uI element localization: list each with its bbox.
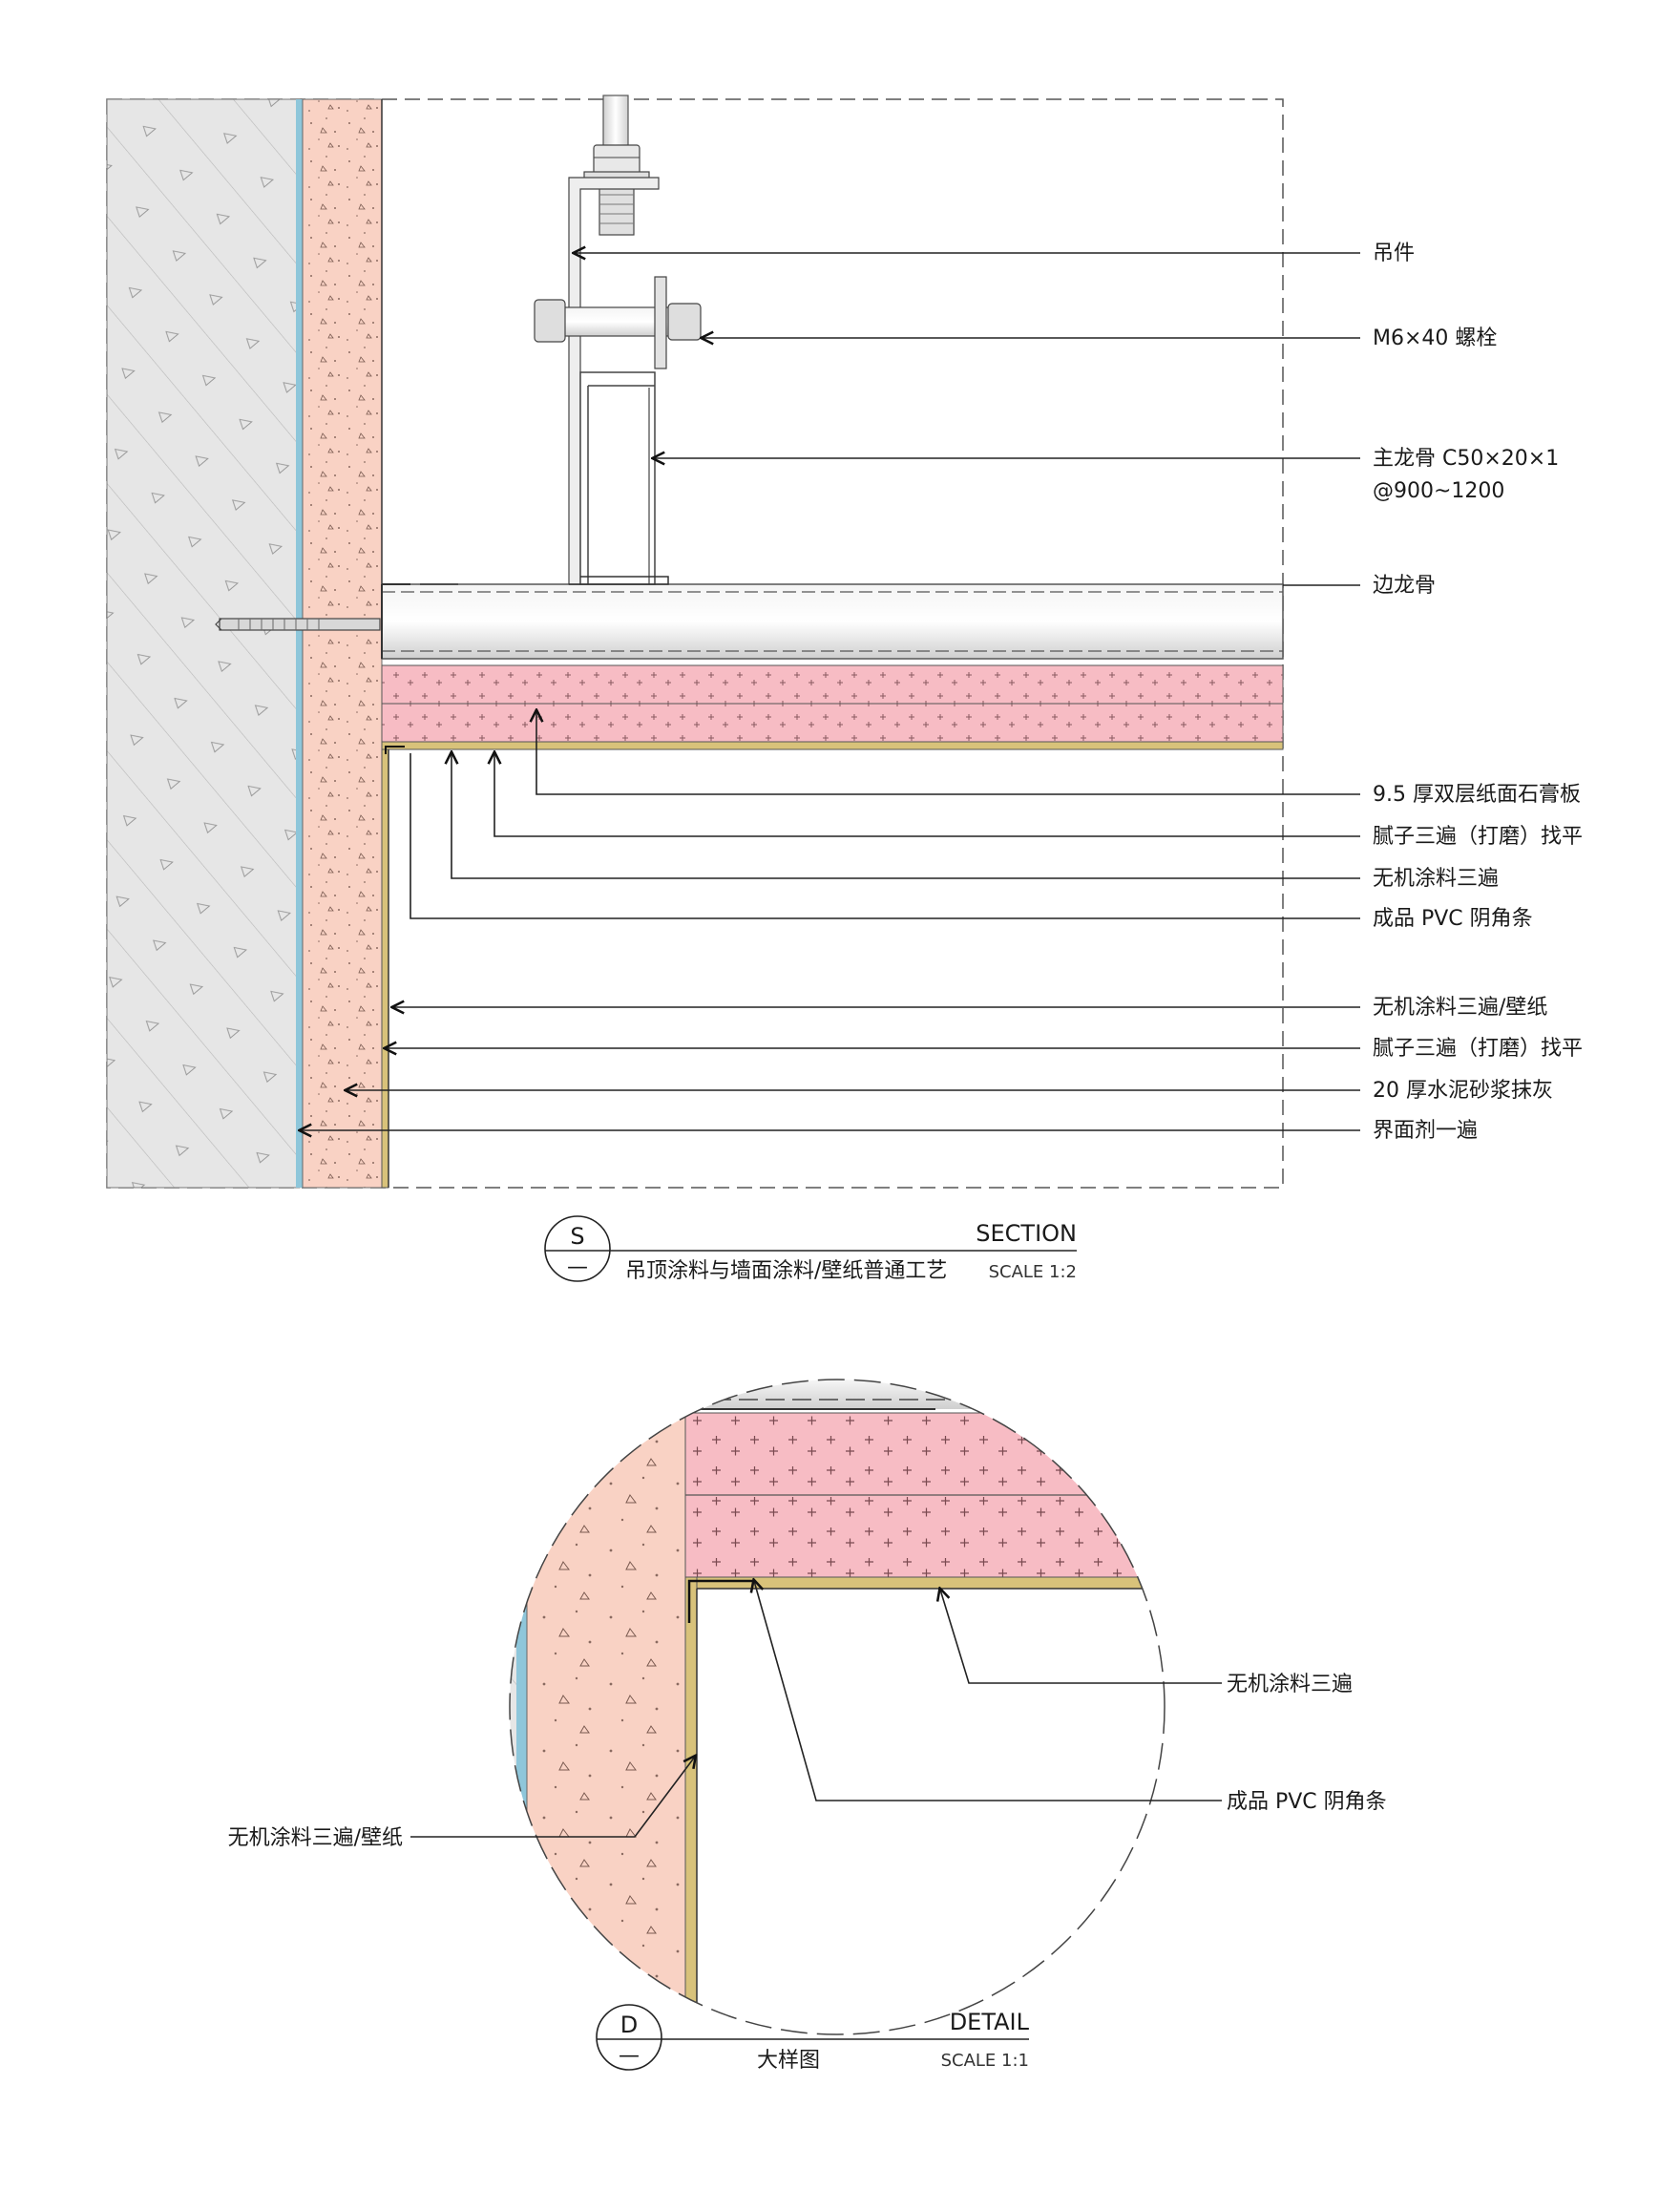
cement-mortar-layer <box>302 98 383 1189</box>
label-gypsum: 9.5 厚双层纸面石膏板 <box>1373 783 1581 807</box>
detail-title-block: D — DETAIL 大样图 SCALE 1:1 <box>596 2004 1030 2073</box>
detail-labels: 无机涂料三遍 成品 PVC 阴角条 无机涂料三遍/壁纸 <box>228 1673 1387 1850</box>
section-symbol: S <box>570 1223 584 1250</box>
wall-anchor <box>215 618 381 631</box>
detail-leaders <box>410 1581 1222 1838</box>
section-leaders <box>301 253 1360 1130</box>
label-main-keel-spacing: @900~1200 <box>1373 479 1504 503</box>
label-paint-wall: 无机涂料三遍/壁纸 <box>1373 996 1547 1020</box>
wall-finish-layer <box>381 743 389 1189</box>
detail-wall-finish <box>684 1576 698 2034</box>
detail-type: DETAIL <box>950 2009 1030 2035</box>
label-mortar: 20 厚水泥砂浆抹灰 <box>1373 1079 1553 1103</box>
label-edge-keel: 边龙骨 <box>1373 574 1436 598</box>
section-symbol-sub: — <box>567 1255 588 1279</box>
label-paint-ceiling: 无机涂料三遍 <box>1373 867 1499 891</box>
detail-pvc-corner <box>687 1579 754 1623</box>
detail-interface <box>516 1380 527 2034</box>
detail-concrete <box>510 1380 516 2034</box>
label-bolt: M6×40 螺栓 <box>1373 327 1497 350</box>
detail-mortar <box>526 1380 686 2034</box>
gypsum-board <box>381 664 1284 743</box>
label-main-keel: 主龙骨 C50×20×1 <box>1373 447 1559 471</box>
section-labels: 吊件 M6×40 螺栓 主龙骨 C50×20×1 @900~1200 边龙骨 9… <box>1373 242 1583 1143</box>
section-name: 吊顶涂料与墙面涂料/壁纸普通工艺 <box>625 1259 947 1283</box>
pvc-corner-strip <box>385 746 405 754</box>
detail-symbol: D <box>620 2012 638 2038</box>
label-putty-ceiling: 腻子三遍（打磨）找平 <box>1373 825 1583 849</box>
detail-symbol-sub: — <box>619 2044 640 2068</box>
detail-boundary <box>509 1379 1166 2035</box>
section-title-block: S — SECTION 吊顶涂料与墙面涂料/壁纸普通工艺 SCALE 1:2 <box>544 1215 1077 1283</box>
detail-edge-keel <box>685 1380 1165 1409</box>
detail-ceiling-finish <box>684 1576 1165 1590</box>
label-putty-wall: 腻子三遍（打磨）找平 <box>1373 1037 1583 1061</box>
concrete-wall <box>106 98 301 1189</box>
hanger-assembly <box>534 95 702 585</box>
detail-drawing: 无机涂料三遍 成品 PVC 阴角条 无机涂料三遍/壁纸 D — DETAIL 大… <box>228 1379 1387 2073</box>
detail-label-pvc-corner: 成品 PVC 阴角条 <box>1227 1790 1387 1814</box>
ceiling-finish-layer <box>381 741 1284 750</box>
detail-label-paint-ceiling: 无机涂料三遍 <box>1227 1673 1353 1696</box>
label-hanger: 吊件 <box>1373 242 1415 265</box>
section-drawing: 吊件 M6×40 螺栓 主龙骨 C50×20×1 @900~1200 边龙骨 9… <box>106 95 1583 1283</box>
interface-agent-layer <box>296 99 303 1188</box>
label-interface: 界面剂一遍 <box>1373 1119 1478 1143</box>
label-pvc-corner: 成品 PVC 阴角条 <box>1373 907 1533 931</box>
detail-name: 大样图 <box>757 2049 820 2073</box>
section-type: SECTION <box>976 1220 1077 1247</box>
detail-label-paint-wall: 无机涂料三遍/壁纸 <box>228 1826 403 1850</box>
detail-scale: SCALE 1:1 <box>941 2051 1029 2071</box>
section-scale: SCALE 1:2 <box>989 1262 1077 1282</box>
edge-keel <box>381 583 1284 660</box>
